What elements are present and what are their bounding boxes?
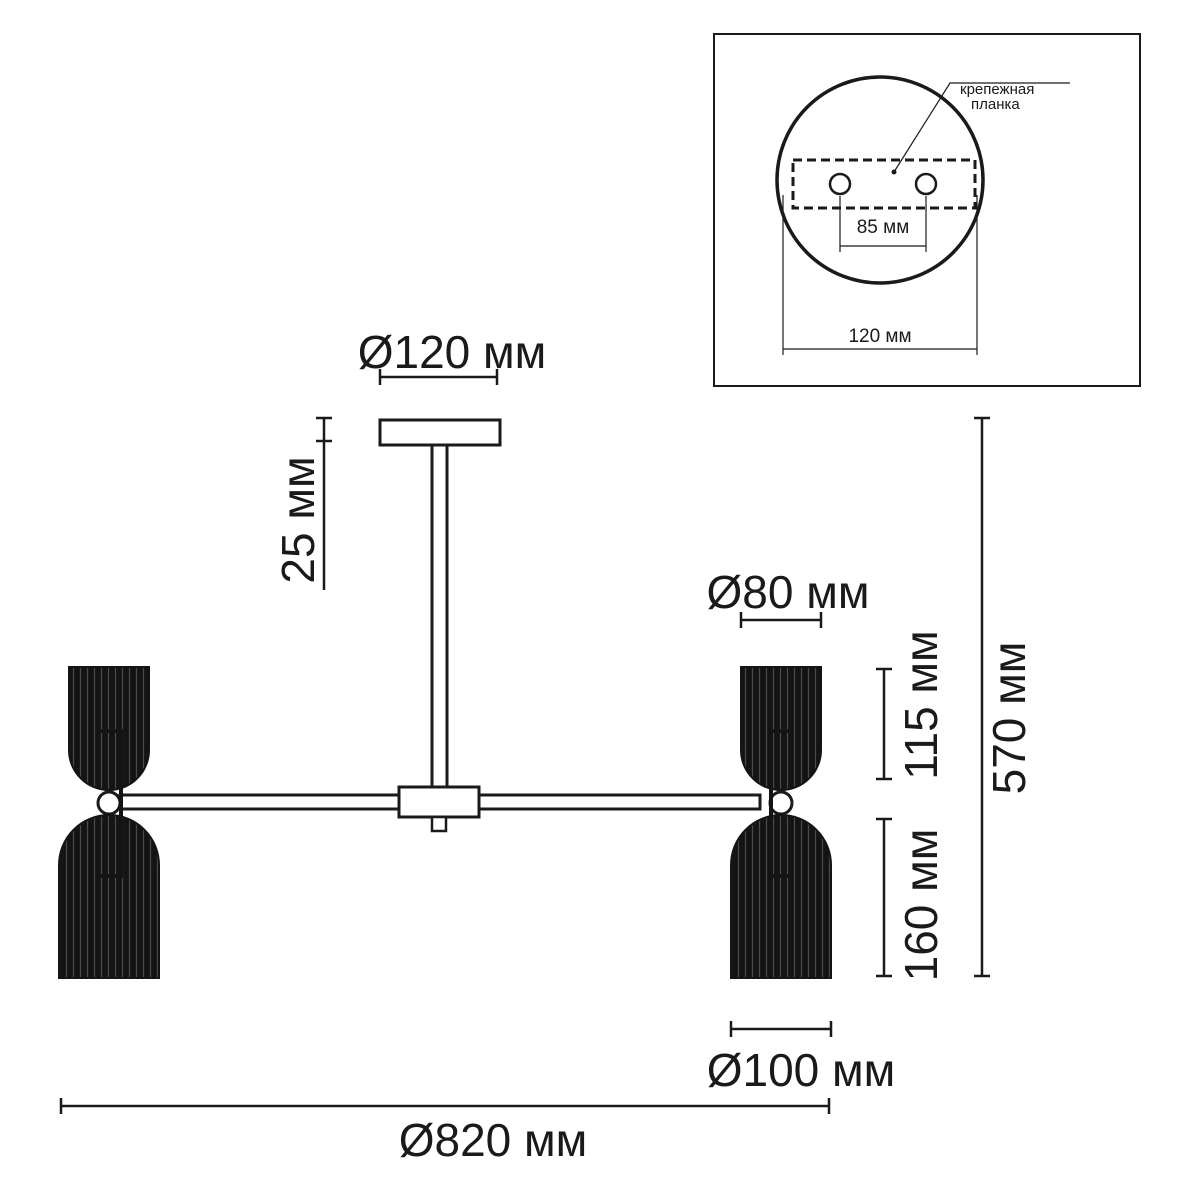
bracket-label-line2: планка bbox=[971, 96, 1020, 113]
hub-bolt bbox=[430, 815, 448, 833]
left-shade-bracket bbox=[100, 729, 123, 878]
left-joint bbox=[96, 790, 122, 816]
right-upper-shade bbox=[740, 666, 822, 791]
mount-hole-left bbox=[828, 172, 852, 196]
center-hub bbox=[397, 785, 481, 819]
dimension-lines bbox=[59, 369, 990, 1114]
canopy-diameter-label: Ø120 мм bbox=[358, 326, 547, 378]
lamp-body bbox=[58, 418, 832, 979]
bracket-label-line1: крепежная bbox=[960, 81, 1034, 98]
plate-diameter-label: 120 мм bbox=[848, 326, 911, 347]
ceiling-canopy bbox=[378, 418, 502, 447]
bracket-leader-line bbox=[893, 82, 1070, 173]
mount-hole-right bbox=[914, 172, 938, 196]
shade-top-height-label: 115 мм bbox=[895, 630, 947, 779]
canopy-height-label: 25 мм bbox=[272, 456, 324, 583]
left-upper-shade bbox=[68, 666, 150, 791]
mount-bracket bbox=[791, 158, 977, 210]
right-joint bbox=[768, 790, 794, 816]
suspension-rod bbox=[430, 443, 449, 789]
hole-spacing-label: 85 мм bbox=[857, 217, 910, 238]
mount-detail-panel: крепежная планка 85 мм 120 мм bbox=[713, 33, 1141, 387]
left-lower-shade bbox=[58, 814, 160, 979]
shade-bottom-height-label: 160 мм bbox=[895, 829, 947, 982]
right-shade-bracket bbox=[769, 729, 792, 878]
right-lower-shade bbox=[730, 814, 832, 979]
total-diameter-label: Ø820 мм bbox=[399, 1114, 588, 1166]
shade-bottom-diameter-label: Ø100 мм bbox=[707, 1044, 896, 1096]
mount-plate-circle bbox=[775, 75, 985, 285]
total-height-label: 570 мм bbox=[983, 642, 1035, 795]
shade-top-diameter-label: Ø80 мм bbox=[707, 566, 870, 618]
